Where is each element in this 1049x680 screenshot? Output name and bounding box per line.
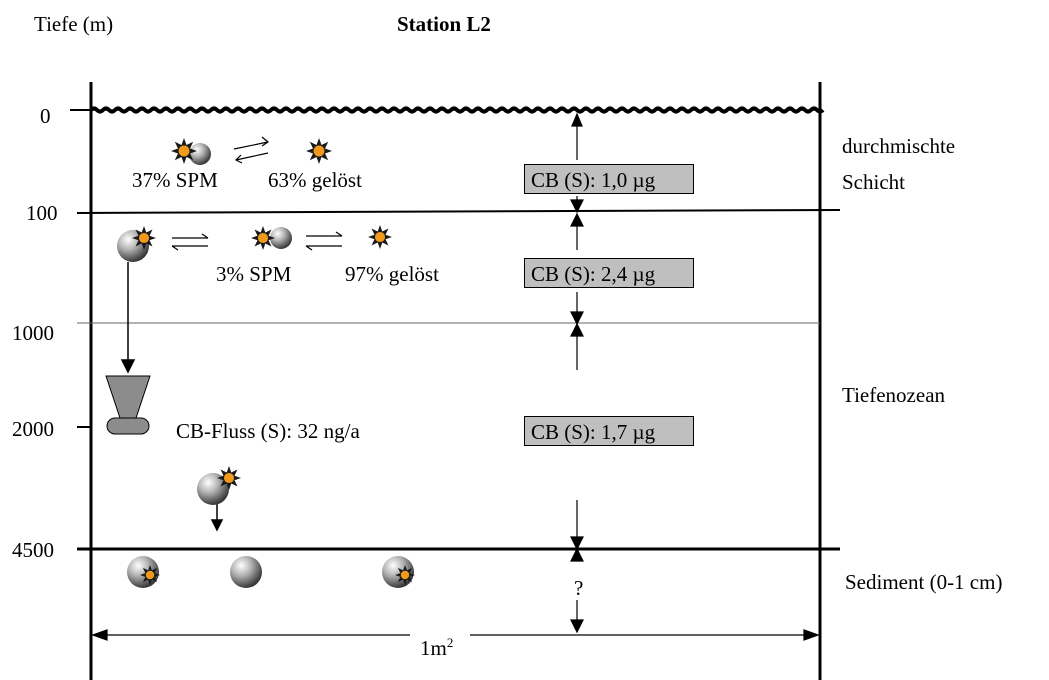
depth-tick-0: 0 xyxy=(40,104,51,128)
equilibrium-arrows-deep-left xyxy=(172,234,208,250)
station-title: Station L2 xyxy=(397,12,491,36)
contaminant-star-deep-bound xyxy=(132,226,156,250)
sea-surface-wave xyxy=(91,109,823,112)
contaminant-star-mixed-bound xyxy=(171,138,197,164)
contaminant-star-deep-dissolved xyxy=(368,225,392,249)
equilibrium-arrows-deep-right xyxy=(306,232,342,250)
area-base: 1m xyxy=(420,636,447,660)
particle-sediment-2 xyxy=(230,556,262,588)
contaminant-star-deep-pair xyxy=(251,226,275,250)
particles xyxy=(117,138,415,588)
zone-label-mixed-1: durchmischte xyxy=(842,134,955,158)
particle-mixed xyxy=(189,143,211,165)
deep-dissolved-label: 97% gelöst xyxy=(345,262,439,286)
inventory-box-upper-deep: CB (S): 2,4 µg xyxy=(524,258,694,288)
contaminant-star-sediment-1-core xyxy=(146,571,154,579)
inventory-box-mixed: CB (S): 1,0 µg xyxy=(524,164,694,194)
sediment-unknown-label: ? xyxy=(574,576,583,600)
zone-label-mixed-2: Schicht xyxy=(842,170,905,194)
depth-tick-100: 100 xyxy=(26,201,58,225)
deep-spm-label: 3% SPM xyxy=(216,262,291,286)
depth-tick-1000: 1000 xyxy=(12,321,54,345)
line-100m xyxy=(77,210,840,213)
area-width-arrow xyxy=(93,630,818,640)
contaminant-star-sediment-3 xyxy=(395,565,415,585)
mixed-spm-label: 37% SPM xyxy=(132,168,218,192)
equilibrium-arrows-mixed xyxy=(234,137,268,163)
particle-deep xyxy=(270,227,292,249)
area-label: 1m2 xyxy=(420,631,453,660)
contaminant-star-deep-dissolved-core xyxy=(375,232,385,242)
contaminant-star-sediment-3-core xyxy=(401,571,409,579)
particle-sediment-3 xyxy=(382,556,414,588)
particle-deep-large xyxy=(117,230,149,262)
flux-label: CB-Fluss (S): 32 ng/a xyxy=(176,419,360,443)
particle-sediment-1 xyxy=(127,556,159,588)
zone-label-deep: Tiefenozean xyxy=(842,383,945,407)
mixed-dissolved-label: 63% gelöst xyxy=(268,168,362,192)
particle-falling xyxy=(197,473,229,505)
sinking-arrow xyxy=(122,262,134,372)
contaminant-star-falling-core xyxy=(224,473,234,483)
contaminant-star-mixed-dissolved xyxy=(306,138,332,164)
sediment-trap xyxy=(106,376,150,434)
contaminant-star-mixed-bound-core xyxy=(179,146,190,157)
contaminant-star-mixed-dissolved-core xyxy=(314,146,325,157)
depth-tick-2000: 2000 xyxy=(12,417,54,441)
contaminant-star-deep-bound-core xyxy=(139,233,149,243)
area-exponent: 2 xyxy=(447,635,454,650)
contaminant-star-falling xyxy=(217,466,241,490)
depth-axis-label: Tiefe (m) xyxy=(34,12,113,36)
inventory-box-deep: CB (S): 1,7 µg xyxy=(524,416,694,446)
zone-label-sediment: Sediment (0-1 cm) xyxy=(845,570,1002,594)
small-sinking-arrow xyxy=(212,504,222,530)
contaminant-star-deep-pair-core xyxy=(258,233,268,243)
contaminant-star-sediment-1 xyxy=(140,565,160,585)
depth-tick-4500: 4500 xyxy=(12,538,54,562)
